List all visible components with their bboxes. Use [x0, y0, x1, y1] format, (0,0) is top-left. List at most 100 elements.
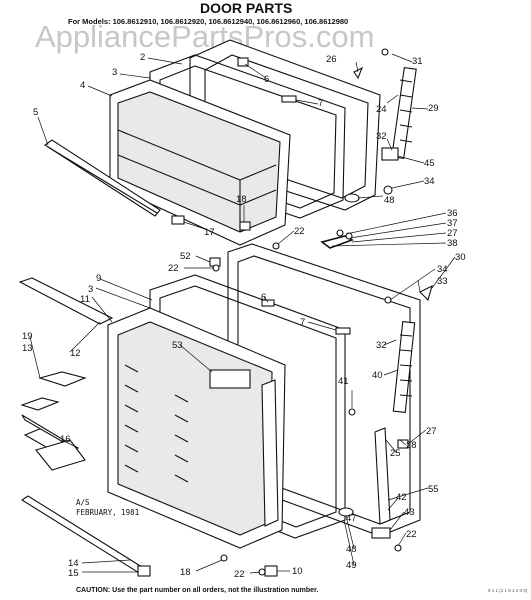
hinge-cap-10 — [264, 565, 278, 577]
callout-26: 26 — [326, 54, 337, 65]
center-hinge — [320, 235, 354, 249]
callout-32-bot: 32 — [376, 340, 387, 351]
callout-34-top: 34 — [424, 176, 435, 187]
callout-30: 30 — [455, 252, 466, 263]
callout-31: 31 — [412, 56, 423, 67]
callout-55: 55 — [428, 484, 439, 495]
freezer-shelves — [117, 129, 277, 232]
fresh-food-dairy-door — [209, 369, 251, 389]
butter-bin — [20, 397, 60, 411]
callout-11: 11 — [80, 294, 90, 305]
center-hinge-screw — [336, 229, 344, 237]
fresh-food-handle-grip — [399, 334, 413, 397]
callout-34-mid: 34 — [437, 264, 448, 275]
revision-note-line2: FEBRUARY, 1981 — [76, 508, 139, 517]
callout-16: 16 — [60, 434, 71, 445]
diagram-code: 9 1 1 (1 1 9 1 2 0 0) — [488, 588, 528, 593]
callout-15: 15 — [68, 568, 79, 579]
watermark: AppliancePartsPros.com — [35, 19, 374, 54]
callout-47: 47 — [346, 513, 357, 524]
callout-29: 29 — [428, 103, 439, 114]
callout-14: 14 — [68, 558, 79, 569]
callout-13: 13 — [22, 343, 33, 354]
callout-22-mid: 22 — [294, 226, 305, 237]
callout-33: 33 — [437, 276, 448, 287]
callout-52: 52 — [180, 251, 191, 262]
callout-6-top: 6 — [264, 74, 269, 85]
freezer-plug-6 — [237, 57, 249, 67]
freezer-clip-17 — [171, 215, 185, 225]
freezer-clip-18 — [239, 221, 251, 231]
freezer-door-stop — [344, 193, 360, 203]
callout-12: 12 — [70, 348, 81, 359]
revision-note-line1: A/S — [76, 498, 90, 507]
callout-19: 19 — [22, 331, 33, 342]
page-title: DOOR PARTS — [200, 0, 292, 16]
callout-3-top: 3 — [112, 67, 117, 78]
fresh-food-handle-cap — [419, 284, 433, 302]
callout-36: 36 — [447, 208, 458, 219]
callout-37: 37 — [447, 218, 458, 229]
callout-45: 45 — [424, 158, 435, 169]
models-line: For Models: 106.8612910, 106.8612920, 10… — [68, 17, 348, 26]
door-rail-top — [18, 277, 114, 325]
freezer-screw-22 — [272, 242, 280, 250]
callout-49: 49 — [346, 560, 357, 571]
clip-6-bottom — [261, 299, 275, 307]
callout-7-bot: 7 — [300, 317, 305, 328]
callout-32-top: 32 — [376, 131, 387, 142]
bottom-hinge-bar — [374, 427, 391, 525]
callout-53: 53 — [172, 340, 183, 351]
callout-leaders — [29, 53, 456, 574]
callout-9: 9 — [96, 273, 101, 284]
center-hinge-screw-2 — [345, 232, 353, 240]
callout-17: 17 — [204, 227, 215, 238]
callout-6-bot: 6 — [261, 292, 266, 303]
callout-25: 25 — [390, 448, 401, 459]
callout-38: 38 — [447, 238, 458, 249]
fresh-food-liner-ribs-left — [124, 364, 139, 473]
plug-41 — [348, 408, 356, 416]
door-shelf-16 — [35, 439, 86, 471]
freezer-handle-grip — [399, 79, 413, 143]
callout-10: 10 — [292, 566, 303, 577]
fresh-food-door-group — [18, 243, 433, 577]
screw-18-bottom — [220, 554, 228, 562]
callout-22-low: 22 — [234, 569, 245, 580]
freezer-screw-34 — [383, 185, 393, 195]
callout-40: 40 — [372, 370, 383, 381]
callout-42: 42 — [396, 492, 407, 503]
trim-end-cap-15 — [137, 565, 151, 577]
egg-tray-13 — [38, 371, 87, 387]
fresh-food-liner-ribs-right — [174, 394, 189, 483]
freezer-trim-strip-line — [47, 146, 158, 214]
freezer-door-group — [44, 39, 417, 250]
hinge-screw-22 — [394, 544, 402, 552]
fresh-food-side-rail — [261, 379, 279, 527]
hinge-bracket-43 — [371, 527, 391, 539]
callout-41: 41 — [338, 376, 349, 387]
callout-18-bot: 18 — [180, 567, 191, 578]
callout-22-bot: 22 — [406, 529, 417, 540]
callout-2: 2 — [140, 52, 145, 63]
freezer-door-cam — [353, 66, 364, 80]
callout-labels: 2 3 4 5 6 7 26 31 24 29 32 45 34 48 18 1… — [22, 52, 466, 580]
fresh-food-handle — [392, 321, 416, 413]
callout-28: 28 — [406, 440, 417, 451]
callout-18-top: 18 — [236, 194, 247, 205]
callout-22-b: 22 — [168, 263, 179, 274]
freezer-hinge-bracket — [381, 147, 399, 161]
callout-5: 5 — [33, 107, 38, 118]
callout-3-bot: 3 — [88, 284, 93, 295]
callout-24: 24 — [376, 104, 387, 115]
callout-27-bot: 27 — [426, 426, 437, 437]
freezer-top-screw — [381, 48, 389, 56]
callout-27-mid: 27 — [447, 228, 458, 239]
callout-48-bot: 48 — [346, 544, 357, 555]
freezer-clip-7 — [281, 95, 297, 103]
fresh-food-screw-34 — [384, 296, 392, 304]
clip-7-bottom — [335, 327, 351, 335]
callout-4: 4 — [80, 80, 85, 91]
callout-43: 43 — [404, 507, 415, 518]
